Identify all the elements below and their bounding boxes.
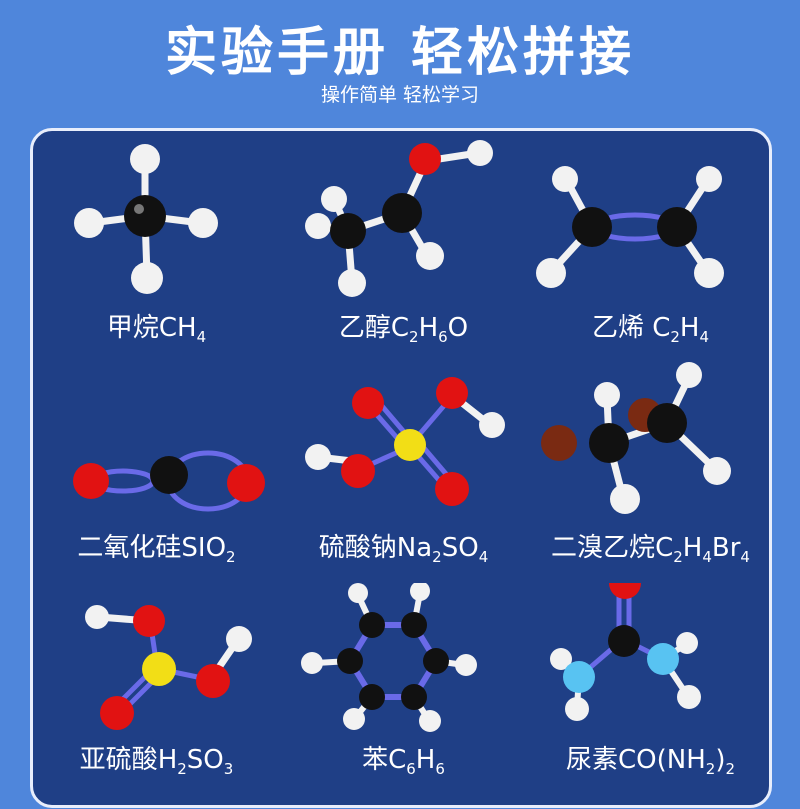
formula-subscript: 2: [725, 760, 736, 779]
molecule-formula: Na2SO4: [396, 533, 489, 567]
formula-text: CH: [158, 313, 197, 343]
formula-subscript: 4: [740, 548, 750, 567]
molecule-name: 甲烷: [106, 313, 159, 343]
formula-subscript: 2: [673, 548, 683, 567]
silicon-dioxide-model-icon: [73, 450, 265, 512]
molecule-formula: C2H4: [652, 313, 710, 347]
molecule-formula: C2H6O: [390, 313, 469, 347]
molecule-formula: CO(NH2)2: [618, 745, 736, 779]
formula-text: H: [418, 313, 439, 343]
molecule-formula: H2SO3: [157, 745, 234, 779]
molecule-card: 二氧化硅SIO2: [33, 357, 280, 583]
formula-text: ): [715, 745, 726, 775]
urea-model-icon: [550, 583, 701, 721]
molecule-name: 二溴乙烷: [551, 533, 656, 563]
molecule-card: 乙醇C2H6O: [280, 131, 527, 357]
formula-text: C: [655, 533, 674, 563]
page-subtitle: 操作简单 轻松学习: [320, 84, 480, 106]
sulfurous-acid-model-icon: [85, 605, 252, 730]
formula-text: SO: [186, 745, 224, 775]
sodium-sulfate-model-icon: [305, 377, 505, 506]
molecule-label: 乙烯 C2H4: [527, 307, 774, 346]
molecule-card: 硫酸钠Na2SO4: [280, 357, 527, 583]
formula-text: H: [415, 745, 436, 775]
molecule-name: 亚硫酸: [79, 745, 158, 775]
ethanol-model-icon: [305, 140, 493, 297]
molecule-label: 硫酸钠Na2SO4: [280, 527, 527, 566]
formula-text: O: [447, 313, 469, 343]
molecule-label: 甲烷CH4: [33, 307, 280, 346]
dibromoethane-model-icon: [541, 362, 731, 514]
formula-subscript: 2: [226, 548, 236, 567]
molecule-card: 亚硫酸H2SO3: [33, 583, 280, 809]
formula-subscript: 6: [438, 328, 448, 347]
molecule-panel: 甲烷CH4 乙醇C2H6O 乙烯 C2H: [30, 128, 772, 808]
formula-text: C: [652, 313, 671, 343]
ethylene-model-icon: [536, 166, 724, 288]
molecule-card: 甲烷CH4: [33, 131, 280, 357]
formula-text: C: [388, 745, 407, 775]
formula-subscript: 4: [478, 548, 489, 567]
molecule-label: 二氧化硅SIO2: [33, 527, 280, 566]
molecule-card: 苯C6H6: [280, 583, 527, 809]
formula-subscript: 3: [223, 760, 234, 779]
formula-text: C: [390, 313, 410, 343]
formula-text: Na: [396, 533, 433, 563]
formula-text: H: [682, 533, 703, 563]
molecule-name: 苯: [362, 745, 389, 775]
benzene-model-icon: [301, 583, 477, 732]
formula-subscript: 2: [670, 328, 680, 347]
molecule-name: 二氧化硅: [77, 533, 182, 563]
formula-subscript: 2: [177, 760, 187, 779]
molecule-label: 尿素CO(NH2)2: [527, 739, 774, 778]
molecule-label: 苯C6H6: [280, 739, 527, 778]
molecule-name: 硫酸钠: [318, 533, 397, 563]
molecule-card: 乙烯 C2H4: [527, 131, 774, 357]
formula-text: SO: [441, 533, 479, 563]
formula-subscript: 2: [409, 328, 419, 347]
formula-subscript: 4: [196, 328, 207, 347]
molecule-formula: C6H6: [388, 745, 445, 779]
formula-text: CO(NH: [618, 745, 706, 775]
molecule-card: 二溴乙烷C2H4Br4: [527, 357, 774, 583]
molecule-label: 亚硫酸H2SO3: [33, 739, 280, 778]
formula-subscript: 2: [705, 760, 716, 779]
molecule-formula: SIO2: [181, 533, 236, 567]
formula-text: SIO: [181, 533, 227, 563]
formula-subscript: 2: [432, 548, 442, 567]
formula-subscript: 4: [702, 548, 712, 567]
molecule-formula: CH4: [158, 313, 207, 347]
formula-text: H: [679, 313, 700, 343]
molecule-name: 乙醇: [338, 313, 391, 343]
molecule-name: 乙烯: [591, 313, 653, 343]
molecule-name: 尿素: [565, 745, 618, 775]
formula-subscript: 6: [406, 760, 416, 779]
methane-model-icon: [74, 144, 218, 294]
formula-subscript: 4: [699, 328, 710, 347]
molecule-card: 尿素CO(NH2)2: [527, 583, 774, 809]
molecule-label: 二溴乙烷C2H4Br4: [527, 527, 774, 566]
molecule-formula: C2H4Br4: [655, 533, 750, 567]
formula-text: Br: [711, 533, 741, 563]
molecule-label: 乙醇C2H6O: [280, 307, 527, 346]
page-title: 实验手册 轻松拼接: [164, 23, 636, 83]
formula-subscript: 6: [435, 760, 445, 779]
formula-text: H: [157, 745, 178, 775]
